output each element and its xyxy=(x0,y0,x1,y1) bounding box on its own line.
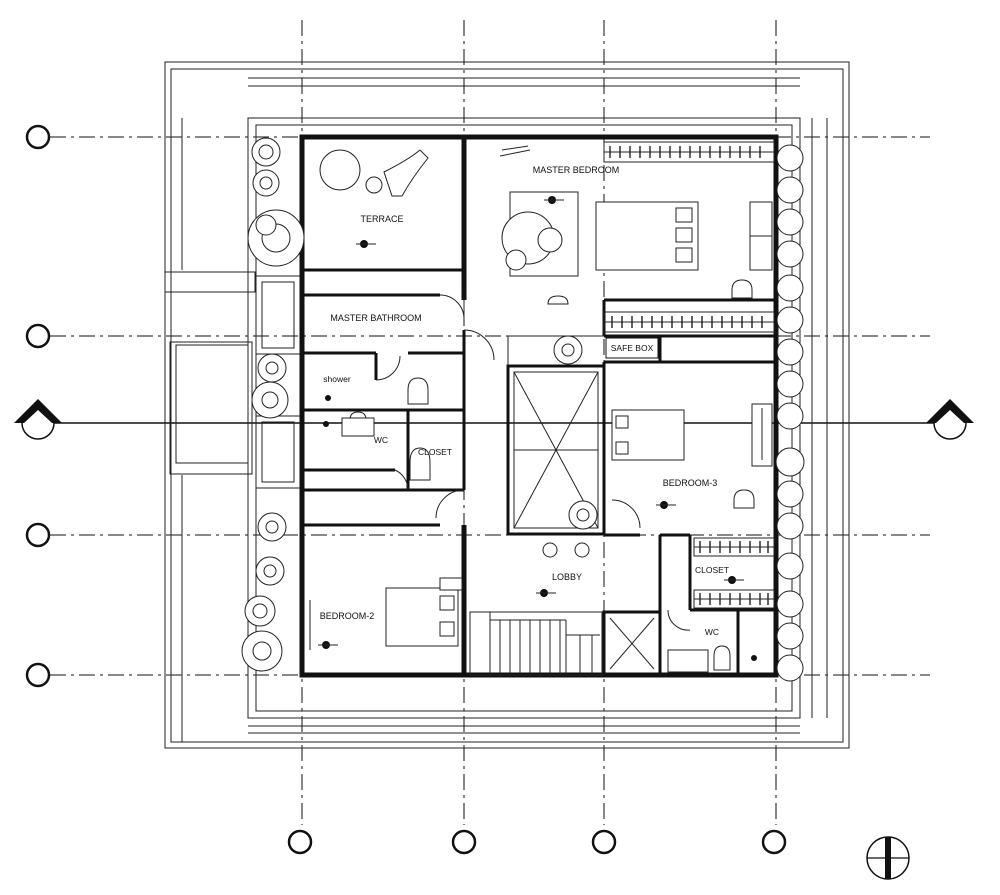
room-label-bedroom-2: BEDROOM-2 xyxy=(320,611,375,621)
furniture xyxy=(309,145,773,673)
room-label-lobby: LOBBY xyxy=(552,572,582,582)
grid-lines xyxy=(40,20,955,825)
tree-icon xyxy=(241,137,805,682)
room-label-master-bathroom: MASTER BATHROOM xyxy=(330,313,421,323)
room-label-safe-box: SAFE BOX xyxy=(611,343,654,353)
light-fixture-icon xyxy=(318,196,757,661)
section-marker-icon xyxy=(926,399,974,440)
room-label-closet-1: CLOSET xyxy=(418,447,452,457)
doors xyxy=(375,294,691,631)
room-labels: TERRACE MASTER BEDROOM MASTER BATHROOM s… xyxy=(320,165,729,637)
grid-bubbles xyxy=(25,124,787,855)
room-label-master-bedroom: MASTER BEDROOM xyxy=(533,165,620,175)
room-label-wc-1: WC xyxy=(374,435,388,445)
room-label-wc-2: WC xyxy=(705,627,719,637)
room-label-shower: shower xyxy=(323,374,351,384)
stair-treads xyxy=(489,612,600,675)
north-arrow-icon xyxy=(866,836,910,880)
room-label-terrace: TERRACE xyxy=(360,214,403,224)
room-label-bedroom-3: BEDROOM-3 xyxy=(663,478,718,488)
wardrobe-hatching xyxy=(603,141,775,609)
section-marker-icon xyxy=(14,399,62,440)
room-label-closet-2: CLOSET xyxy=(695,565,729,575)
planters xyxy=(255,275,301,489)
